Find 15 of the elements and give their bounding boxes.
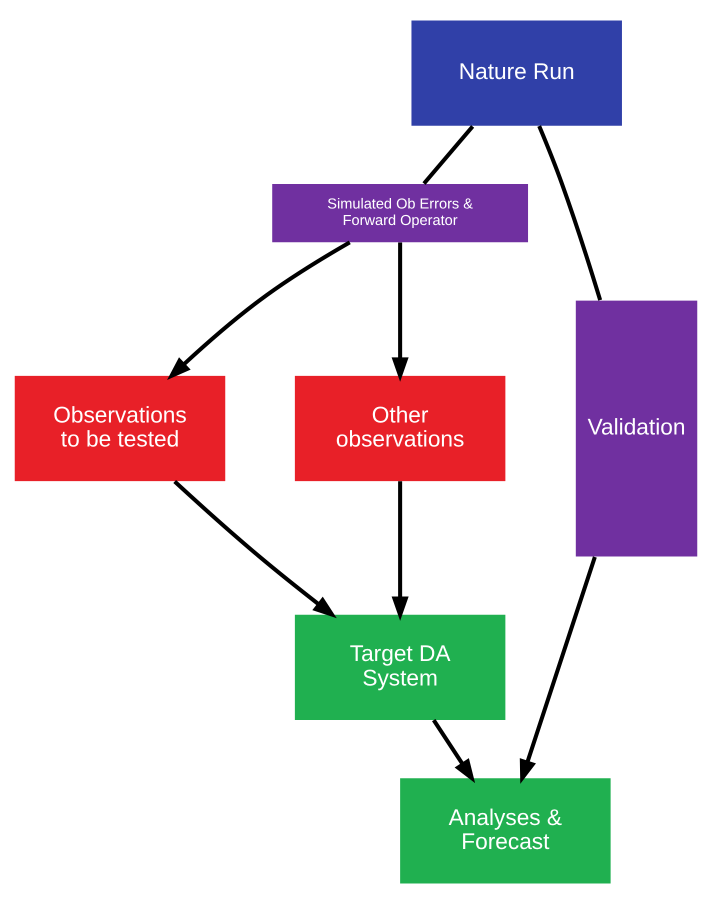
node-box: Analyses & Forecast xyxy=(400,778,611,884)
arrow xyxy=(392,242,409,382)
node-box: Other observations xyxy=(294,375,506,481)
connector xyxy=(422,124,474,184)
arrow xyxy=(167,240,351,380)
node-box: Observations to be tested xyxy=(14,375,226,481)
arrow xyxy=(173,480,337,618)
node-box: Validation xyxy=(576,300,698,556)
node-box: Simulated Ob Errors & Forward Operator xyxy=(272,184,528,242)
connector xyxy=(537,124,602,300)
node-box: Target DA System xyxy=(294,614,506,720)
arrow xyxy=(392,480,409,620)
arrow xyxy=(432,718,476,783)
node-box: Nature Run xyxy=(411,20,622,126)
arrow xyxy=(520,556,597,784)
